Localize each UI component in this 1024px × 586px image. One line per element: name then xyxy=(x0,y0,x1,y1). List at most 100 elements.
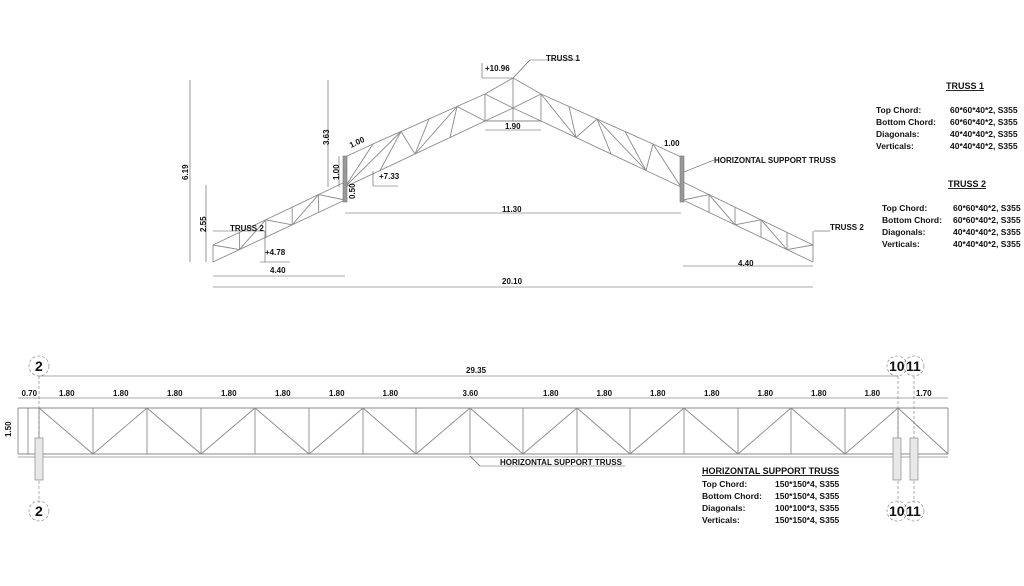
dim-upper-height: 3.63 xyxy=(322,129,331,145)
level-mid: +7.33 xyxy=(379,172,400,181)
diagonal xyxy=(400,131,416,155)
diagonal xyxy=(708,194,736,226)
grid-bubble-10 xyxy=(886,355,908,377)
vertical xyxy=(596,118,612,155)
segment-dimension: 1.80 xyxy=(650,389,666,398)
diagonal xyxy=(291,194,319,226)
diagonal xyxy=(790,407,846,455)
diagonal xyxy=(512,107,542,122)
vertical xyxy=(568,106,577,138)
spec-value: 60*60*40*2, S355 xyxy=(953,215,1021,225)
grid-bubble-11 xyxy=(903,500,925,522)
level-low: +4.78 xyxy=(265,248,286,257)
spec-label: Verticals: xyxy=(882,239,920,249)
diagonal xyxy=(414,106,458,155)
diagonal xyxy=(786,244,814,251)
diagonal xyxy=(682,194,710,201)
diagonal xyxy=(362,407,417,455)
vertical xyxy=(652,143,682,188)
spec-value: 150*150*4, S355 xyxy=(775,491,840,501)
segment-dimension: 1.80 xyxy=(597,389,613,398)
member xyxy=(212,199,346,263)
spec-label: Diagonals: xyxy=(876,129,920,139)
member xyxy=(344,143,374,158)
diagonal xyxy=(540,93,577,138)
spec-value: 60*60*40*2, S355 xyxy=(950,117,1018,127)
vertical xyxy=(414,118,430,155)
diagonal xyxy=(239,219,267,250)
leader xyxy=(512,59,531,79)
dim-overall: 29.35 xyxy=(466,366,487,375)
hst-elevation-label: HORIZONTAL SUPPORT TRUSS xyxy=(714,156,837,165)
diagonal xyxy=(469,407,524,455)
column-grid-11 xyxy=(909,437,919,481)
dim-total-height: 6.19 xyxy=(181,164,190,180)
grid-bubble-2 xyxy=(28,500,50,522)
diagonal xyxy=(146,407,202,455)
diagonal xyxy=(415,407,471,455)
diagonal xyxy=(844,407,899,455)
vertical xyxy=(624,131,647,171)
diagonal xyxy=(522,407,578,455)
spec-value: 40*40*40*2, S355 xyxy=(950,141,1018,151)
grid-2-bottom: 2 xyxy=(35,503,43,519)
spec-label: Bottom Chord: xyxy=(882,215,942,225)
segment-dimension: 1.80 xyxy=(811,389,827,398)
diagonal xyxy=(308,407,364,455)
segment-dimension: 1.80 xyxy=(113,389,129,398)
dim-col: 1.00 xyxy=(332,164,341,180)
diagonal xyxy=(344,131,402,188)
spec-title: TRUSS 1 xyxy=(946,81,984,91)
spec-label: Top Chord: xyxy=(702,479,747,489)
segment-dimension: 1.80 xyxy=(329,389,345,398)
spec-value: 40*40*40*2, S355 xyxy=(953,239,1021,249)
hst-plan-label: HORIZONTAL SUPPORT TRUSS xyxy=(500,458,623,467)
spec-value: 150*150*4, S355 xyxy=(775,479,840,489)
column-grid-10 xyxy=(892,437,902,481)
member xyxy=(212,181,346,246)
diagonal xyxy=(512,93,542,109)
diagonal xyxy=(200,407,256,455)
member xyxy=(652,143,682,158)
diagonal xyxy=(576,407,631,455)
spec-value: 40*40*40*2, S355 xyxy=(950,129,1018,139)
grid-10-bottom: 10 xyxy=(889,503,905,519)
diagonal xyxy=(897,407,949,455)
diagonal xyxy=(456,106,486,122)
spec-label: Diagonals: xyxy=(882,227,926,237)
segment-dimension: 1.80 xyxy=(221,389,237,398)
vertical xyxy=(449,106,458,138)
grid-bubble-11 xyxy=(903,355,925,377)
diagonal xyxy=(737,407,792,455)
segment-dimension: 1.80 xyxy=(758,389,774,398)
vertical xyxy=(344,143,374,188)
diagonal xyxy=(38,407,94,455)
diagonal xyxy=(484,93,514,109)
truss-geometry xyxy=(17,59,949,503)
leader xyxy=(683,159,715,173)
spec-title: TRUSS 2 xyxy=(948,179,986,189)
segment-dimension: 1.80 xyxy=(865,389,881,398)
spec-value: 40*40*40*2, S355 xyxy=(953,227,1021,237)
diagonal xyxy=(629,407,685,455)
spec-label: Top Chord: xyxy=(876,105,921,115)
dim-total-span: 20.10 xyxy=(502,277,523,286)
spec-label: Diagonals: xyxy=(702,503,746,513)
segment-dimension: 0.70 xyxy=(22,389,38,398)
spec-value: 60*60*40*2, S355 xyxy=(953,203,1021,213)
diagonal xyxy=(760,219,788,250)
spec-hst: HORIZONTAL SUPPORT TRUSS Top Chord:150*1… xyxy=(702,466,840,525)
grid-labels: 2 2 10 11 10 11 xyxy=(35,358,921,519)
spec-truss1: TRUSS 1 Top Chord:60*60*40*2, S355 Botto… xyxy=(876,81,1018,151)
segment-dimension: 1.80 xyxy=(167,389,183,398)
leader xyxy=(469,455,481,467)
grid-11-top: 11 xyxy=(906,358,921,374)
grid-bubble-10 xyxy=(886,500,908,522)
support-column-left xyxy=(342,155,348,203)
segment-dimension: 1.80 xyxy=(275,389,291,398)
diagonal xyxy=(318,194,346,201)
spec-label: Verticals: xyxy=(876,141,914,151)
diagonal xyxy=(212,244,240,251)
